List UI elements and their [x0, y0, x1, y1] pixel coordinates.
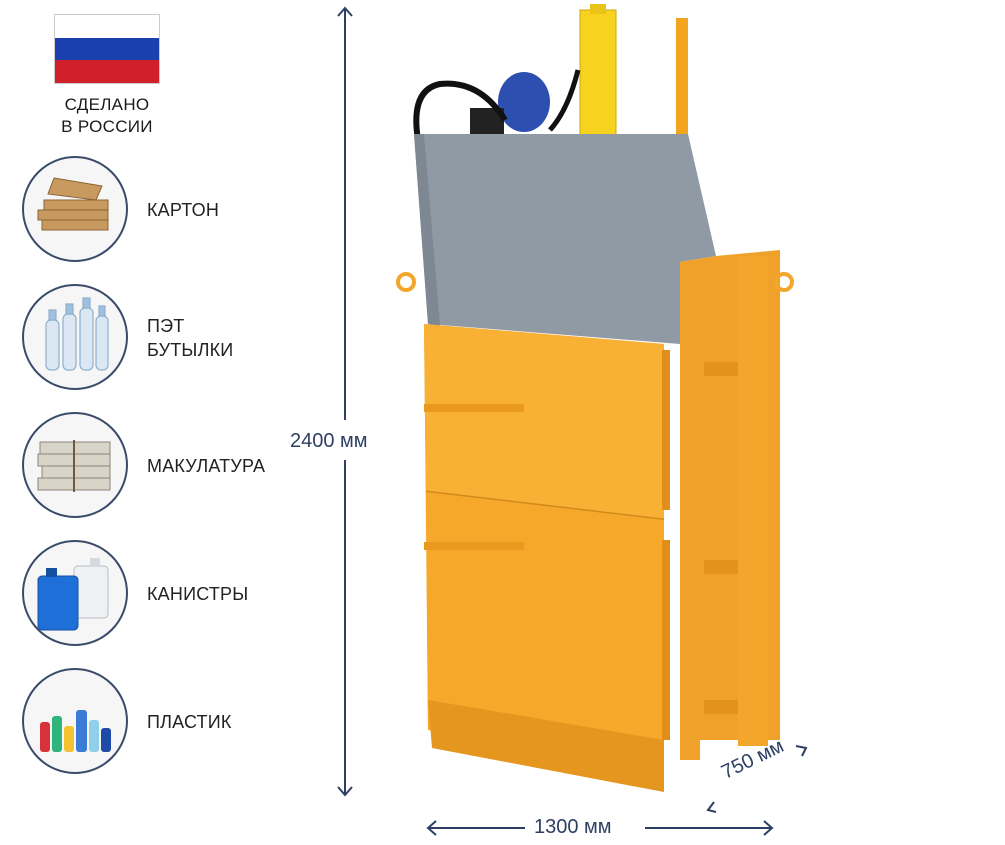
material-label: КАРТОН	[147, 200, 220, 220]
cardboard-icon	[22, 156, 128, 262]
material-item-waste-paper: МАКУЛАТУРА	[22, 412, 282, 522]
material-label: КАНИСТРЫ	[147, 584, 249, 604]
pet-bottles-icon	[22, 284, 128, 390]
made-in-russia-label: СДЕЛАНО В РОССИИ	[61, 95, 153, 136]
russia-flag-icon	[54, 14, 160, 84]
height-dimension: 2400 мм	[290, 430, 368, 452]
waste-paper-icon	[22, 412, 128, 518]
material-item-plastic: ПЛАСТИК	[22, 668, 282, 778]
material-item-canisters: КАНИСТРЫ	[22, 540, 282, 650]
material-label: ПЛАСТИК	[147, 712, 232, 732]
material-label: ПЭТ БУТЫЛКИ	[147, 316, 234, 360]
material-item-cardboard: КАРТОН	[22, 156, 282, 266]
width-dimension: 1300 мм	[534, 816, 612, 838]
plastic-icon	[22, 668, 128, 774]
material-label: МАКУЛАТУРА	[147, 456, 266, 476]
material-item-pet-bottles: ПЭТ БУТЫЛКИ	[22, 284, 282, 394]
canisters-icon	[22, 540, 128, 646]
